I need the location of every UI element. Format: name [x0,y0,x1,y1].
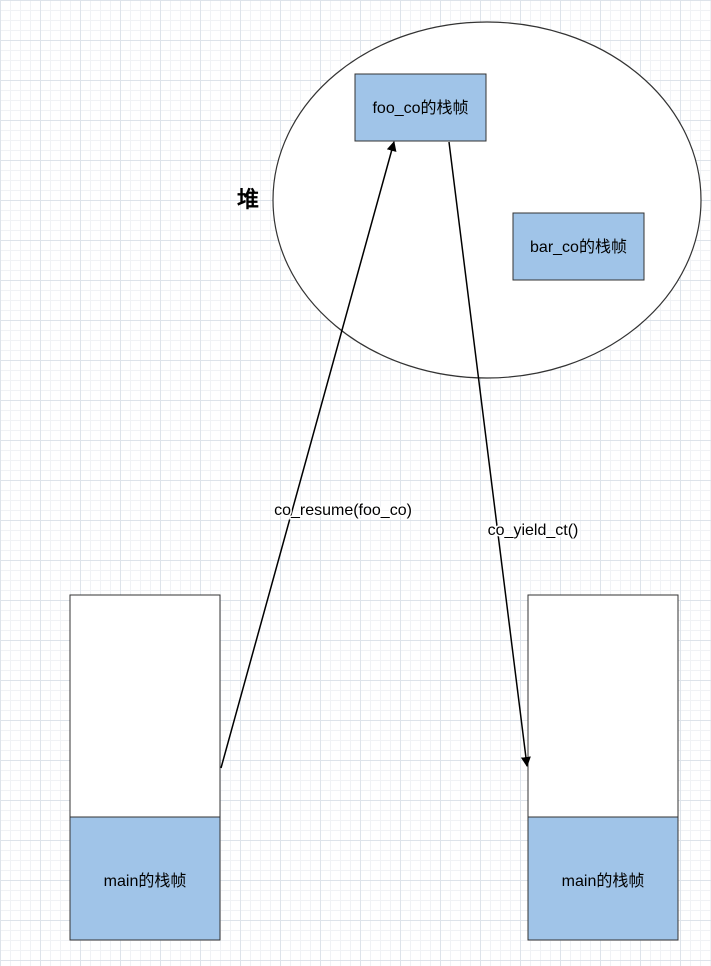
left-main-frame-box [69,816,221,941]
left-stack-empty-region [69,594,221,818]
right-main-frame-label: main的栈帧 [562,872,645,890]
foo-co-frame-label: foo_co的栈帧 [372,99,468,117]
resume-edge-label: co_resume(foo_co) [274,502,412,519]
right-stack-empty-region [527,594,679,818]
bar-co-frame-box [512,212,645,281]
heap-label: 堆 [237,188,259,213]
yield-arrow[interactable] [448,141,531,767]
bar-co-frame-node[interactable]: bar_co的栈帧 [512,212,645,281]
resume-arrow[interactable] [220,141,397,769]
left-main-stack[interactable]: main的栈帧 [69,594,221,941]
right-main-stack[interactable]: main的栈帧 [527,594,679,941]
foo-co-frame-node[interactable]: foo_co的栈帧 [354,73,487,142]
yield-edge-label: co_yield_ct() [488,522,579,539]
heap-ellipse [272,21,702,379]
bar-co-frame-label: bar_co的栈帧 [530,238,627,256]
left-main-frame-label: main的栈帧 [104,872,187,890]
right-main-frame-box [527,816,679,941]
foo-co-frame-box [354,73,487,142]
